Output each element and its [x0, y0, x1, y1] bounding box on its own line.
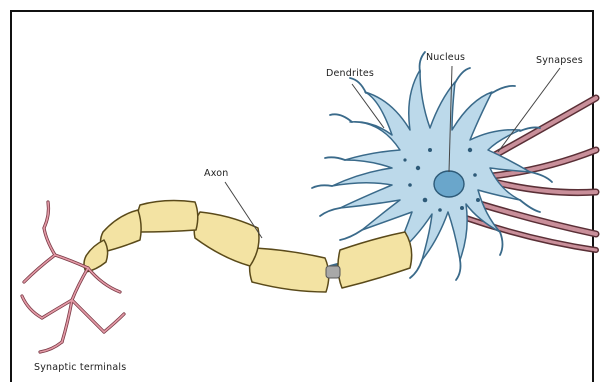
- label-synaptic-terminals: Synaptic terminals: [34, 362, 126, 373]
- cell-body: [312, 52, 552, 280]
- nucleus-shape: [434, 171, 464, 197]
- label-dendrites: Dendrites: [326, 68, 374, 79]
- node-of-ranvier: [326, 266, 340, 278]
- label-nucleus: Nucleus: [426, 52, 465, 63]
- synaptic-terminal-branches: [22, 202, 124, 352]
- label-synapses: Synapses: [536, 55, 583, 66]
- axon-myelin-segments: [84, 201, 412, 292]
- label-axon: Axon: [204, 168, 228, 179]
